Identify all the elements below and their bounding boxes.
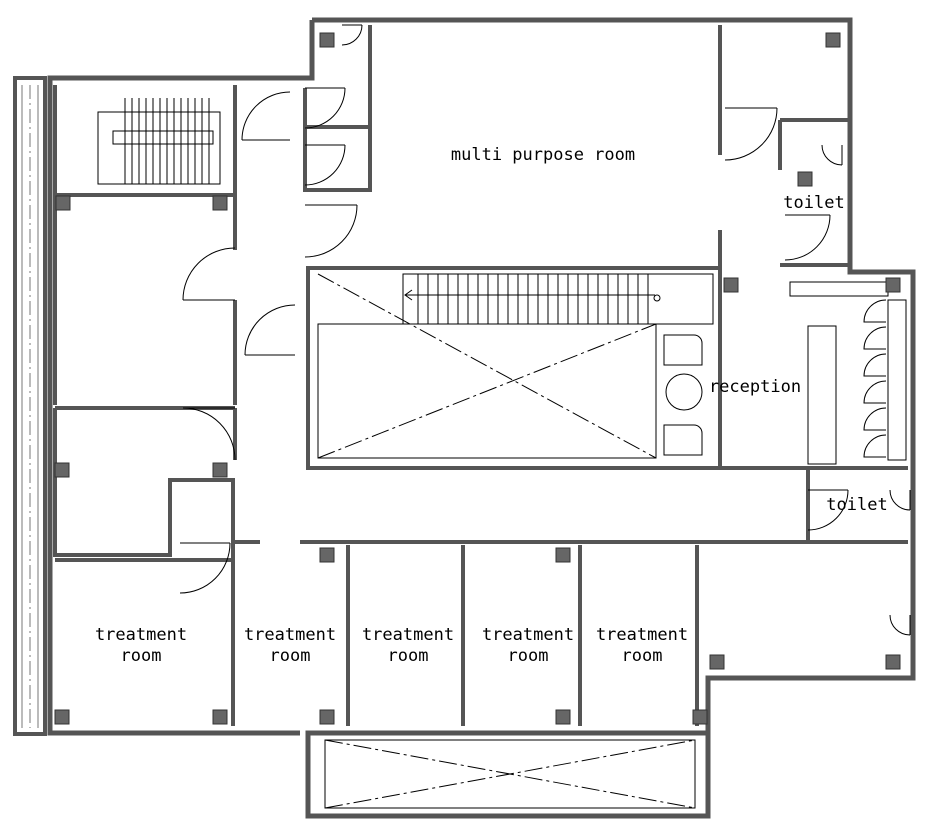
door-arc: [724, 107, 778, 161]
central-stair: [317, 273, 714, 459]
treatment-room-5-label: treatment: [596, 625, 688, 645]
column: [54, 462, 70, 478]
left-balcony: [21, 85, 39, 728]
door-arc: [304, 144, 346, 186]
treatment-room-4-label-2: room: [508, 646, 549, 666]
door-arc: [241, 91, 291, 141]
door-arc: [182, 407, 236, 461]
column: [54, 709, 70, 725]
column: [825, 32, 841, 48]
door-arc: [304, 204, 358, 258]
door-arc: [807, 489, 849, 531]
column: [555, 547, 571, 563]
column: [555, 709, 571, 725]
stair-upper-left: [97, 98, 221, 185]
door-arc: [821, 144, 843, 166]
counter-seat: [863, 434, 887, 458]
reception-furniture: [663, 281, 907, 465]
column: [692, 709, 708, 725]
interior-walls: [53, 25, 908, 726]
bottom-balcony: [324, 739, 696, 809]
reception-label: reception: [709, 377, 801, 397]
void-cross: [317, 273, 657, 459]
column: [885, 277, 901, 293]
door-arc: [179, 542, 231, 594]
treatment-room-4-label: treatment: [482, 625, 574, 645]
column: [212, 709, 228, 725]
treatment-room-2-label: treatment: [244, 625, 336, 645]
door-arc: [341, 24, 363, 46]
counter-seat: [863, 407, 887, 431]
door-arc: [304, 87, 346, 129]
multi-purpose-room-label: multi purpose room: [451, 145, 635, 165]
counter-seat: [863, 326, 887, 350]
column: [55, 195, 71, 211]
column: [319, 709, 335, 725]
toilet-upper-label: toilet: [783, 193, 844, 213]
door-arc: [784, 214, 831, 261]
column: [723, 277, 739, 293]
outer-walls: [13, 17, 916, 819]
column: [709, 654, 725, 670]
counter-seat: [863, 380, 887, 404]
treatment-room-1-label: treatment: [95, 625, 187, 645]
column: [319, 32, 335, 48]
door-arc: [182, 247, 236, 301]
counter-seat: [863, 353, 887, 377]
column: [212, 462, 228, 478]
treatment-room-3-label: treatment: [362, 625, 454, 645]
column: [797, 171, 813, 187]
columns: [54, 32, 901, 725]
door-arc: [889, 614, 911, 636]
treatment-room-3-label-2: room: [388, 646, 429, 666]
door-arc: [889, 489, 911, 511]
treatment-room-1-label-2: room: [121, 646, 162, 666]
door-arc: [244, 304, 296, 356]
column: [885, 654, 901, 670]
counter-seat: [863, 299, 887, 323]
toilet-lower-label: toilet: [826, 495, 887, 515]
treatment-room-2-label-2: room: [270, 646, 311, 666]
door-swings: [179, 24, 911, 636]
column: [212, 195, 228, 211]
column: [319, 547, 335, 563]
treatment-room-5-label-2: room: [622, 646, 663, 666]
